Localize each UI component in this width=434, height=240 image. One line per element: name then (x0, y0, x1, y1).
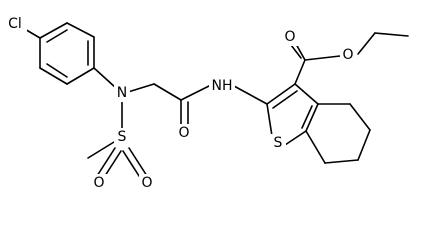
bond (46, 63, 68, 78)
sulfonyl-sulfur-atom: S (118, 129, 127, 145)
bond (305, 103, 319, 132)
bond (284, 130, 307, 146)
bond (233, 85, 268, 105)
bond (46, 29, 68, 43)
bond (324, 159, 359, 164)
bond (357, 32, 376, 55)
bond (295, 43, 306, 61)
bond (66, 67, 95, 85)
amide-oxygen-atom: O (178, 125, 189, 141)
sulfonyl-oxygen-atom: O (93, 175, 104, 191)
bond (266, 103, 273, 137)
ester-carbonyl-oxygen-atom: O (284, 29, 295, 45)
bond (39, 67, 68, 85)
bond (153, 83, 182, 101)
chemical-structure: Cl N S O O O NH S O O (3, 15, 409, 192)
bond (266, 83, 296, 105)
bond (180, 85, 210, 101)
bond (127, 83, 155, 93)
bond (305, 130, 326, 164)
sulfonamide-nitrogen-atom: N (117, 85, 127, 101)
amide-nh-group: NH (212, 78, 233, 94)
bond (304, 55, 341, 61)
bond (39, 22, 68, 39)
bond (122, 150, 142, 180)
bond (272, 90, 298, 109)
sulfonyl-oxygen-atom: O (141, 175, 152, 191)
bond (301, 105, 313, 129)
ester-oxygen-atom: O (342, 47, 353, 63)
bonds (22, 22, 409, 180)
bond (357, 129, 371, 161)
bond (128, 147, 148, 177)
bond (294, 83, 319, 105)
bond (290, 44, 302, 59)
bond (93, 67, 117, 89)
bond (374, 32, 409, 37)
bond (349, 103, 371, 131)
thiophene-sulfur-atom: S (274, 135, 283, 151)
bond (66, 22, 95, 38)
bond (294, 59, 306, 85)
atom-labels: Cl N S O O O NH S O O (3, 15, 356, 192)
chlorine-atom: Cl (8, 16, 22, 32)
bond (96, 147, 116, 177)
bond (87, 141, 115, 159)
